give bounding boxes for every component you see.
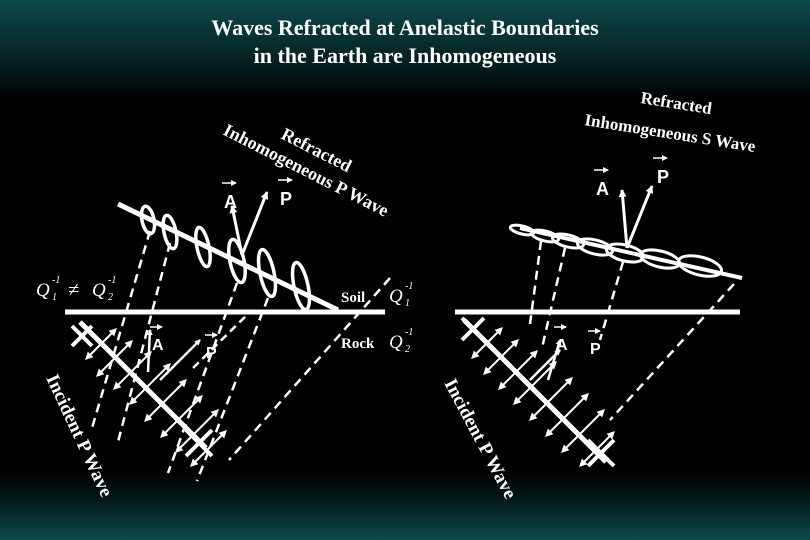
label-vector-p-left: P (280, 189, 292, 209)
label-refracted-s-inhomogeneous: Inhomogeneous S Wave (583, 110, 757, 156)
title-line-2: in the Earth are Inhomogeneous (253, 43, 557, 68)
vector-a-arrow-right (618, 189, 629, 249)
svg-text:-1: -1 (405, 327, 413, 338)
wavefront-dashes-right (528, 240, 735, 421)
svg-text:Q: Q (389, 332, 403, 353)
q1-soil: Q -1 1 (389, 281, 413, 309)
label-vector-a-incident-left: A (152, 337, 164, 354)
svg-text:-1: -1 (405, 281, 413, 292)
label-vector-p-incident-right: P (590, 341, 601, 358)
incident-particle-motion-right (471, 327, 615, 467)
vector-a-arrow-incident-right (546, 339, 562, 381)
q2-rock: Q -1 2 (389, 327, 413, 355)
incident-ray-crosses-left (70, 324, 214, 458)
title-line-1: Waves Refracted at Anelastic Boundaries (211, 15, 599, 40)
label-soil: Soil (341, 290, 365, 306)
svg-text:≠: ≠ (68, 279, 79, 301)
svg-text:1: 1 (405, 298, 410, 309)
svg-text:Q: Q (36, 280, 50, 301)
particle-motion-ellipses-left (139, 204, 312, 312)
label-vector-a-left: A (224, 192, 237, 212)
label-vector-p-incident-left: P (206, 345, 217, 362)
svg-text:Q: Q (92, 280, 106, 301)
incident-particle-motion-left (85, 328, 227, 467)
svg-text:Q: Q (389, 286, 403, 307)
label-vector-p-right: P (657, 167, 669, 187)
vector-a-arrow-incident-left (146, 329, 153, 373)
incident-ray-crosses-right (460, 316, 616, 468)
label-incident-p-wave-right: Incident P Wave (440, 375, 521, 502)
label-vector-a-incident-right: A (556, 337, 568, 354)
slide-title: Waves Refracted at Anelastic Boundaries … (0, 14, 810, 70)
svg-text:2: 2 (108, 292, 113, 303)
label-vector-a-right: A (596, 179, 609, 199)
vector-p-arrow-incident-left (159, 339, 201, 381)
svg-text:2: 2 (405, 344, 410, 355)
label-rock: Rock (341, 336, 375, 352)
svg-text:-1: -1 (52, 275, 60, 286)
label-incident-p-wave-left: Incident P Wave (41, 371, 116, 500)
vector-a-arrow-left (229, 205, 244, 256)
incident-wavefront-left (192, 311, 251, 369)
particle-motion-ellipses-right (508, 223, 723, 278)
label-refracted-s: Refracted (639, 88, 713, 118)
vector-p-arrow-left (240, 191, 269, 256)
wavefront-dashes-left (90, 230, 391, 482)
svg-text:-1: -1 (108, 275, 116, 286)
vector-p-arrow-right (625, 185, 654, 249)
svg-text:1: 1 (52, 292, 57, 303)
q-inequality: Q -1 1 ≠ Q -1 2 (36, 275, 116, 303)
